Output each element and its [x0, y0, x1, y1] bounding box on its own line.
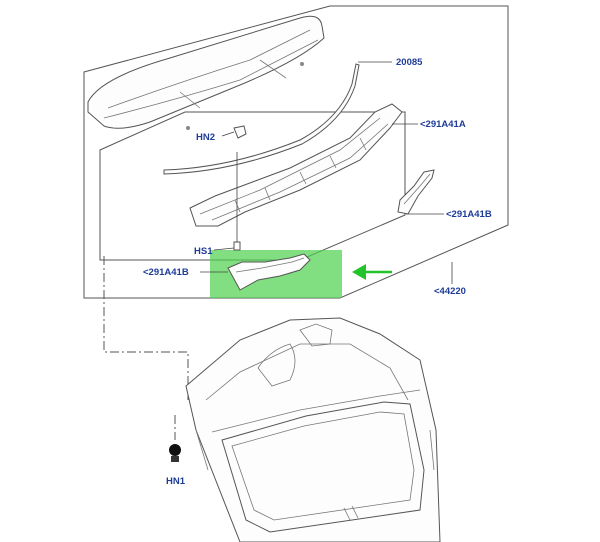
label-hs1: HS1: [194, 246, 213, 257]
label-291a41b-left: <291A41B: [143, 267, 189, 278]
right-trim-part: [397, 169, 435, 215]
hn1-nut: [169, 444, 181, 462]
upper-trim-part: [189, 103, 403, 227]
spoiler-part: [87, 15, 325, 130]
label-20085: 20085: [396, 57, 423, 68]
label-hn1: HN1: [166, 476, 186, 487]
tailgate-part: [185, 317, 441, 542]
label-44220: <44220: [434, 286, 466, 297]
subassembly-frame: [99, 111, 406, 261]
label-291a41b-right: <291A41B: [446, 209, 492, 220]
hs1-fastener: [213, 152, 241, 251]
assembly-frame: [83, 5, 509, 299]
left-trim-part: [227, 253, 311, 291]
seal-strip-part: [163, 63, 360, 175]
centerline: [103, 256, 189, 440]
hn2-fastener: [221, 125, 247, 139]
label-hn2: HN2: [196, 132, 215, 143]
label-291a41a: <291A41A: [420, 119, 466, 130]
right-arrow-icon: [352, 264, 392, 280]
